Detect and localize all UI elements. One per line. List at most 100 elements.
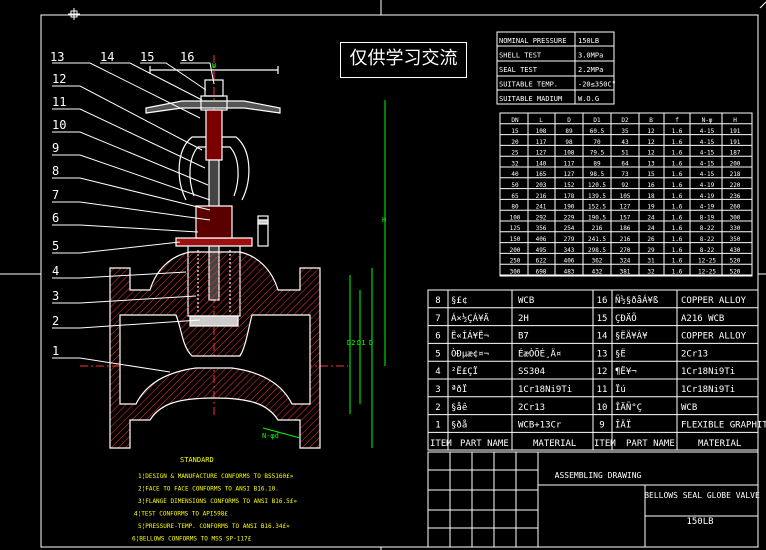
part-material: 2H [518, 314, 529, 324]
dim-cell: 520 [730, 258, 741, 265]
header-material: MATERIAL [533, 439, 576, 449]
dim-cell: 330 [730, 225, 741, 232]
dim-cell: 89 [565, 128, 573, 135]
dim-cell: 8-19 [700, 214, 715, 221]
handwheel [145, 66, 281, 114]
part-material: 1Cr18Ni9Ti [518, 385, 572, 395]
dim-header-N-φ: N-φ [702, 117, 713, 124]
dim-cell: 50 [511, 182, 519, 189]
dim-cell: 157 [620, 214, 631, 221]
spec-label: SEAL TEST [499, 66, 538, 74]
title-block-grid [427, 451, 759, 548]
dim-cell: 29 [647, 247, 655, 254]
dim-cell: 1.6 [672, 268, 683, 275]
callout-13: 13 [50, 50, 64, 64]
title-block-text: ASSEMBLING DRAWING BELLOWS SEAL GLOBE VAL… [555, 471, 760, 527]
callout-14: 14 [100, 50, 114, 64]
part-material: 1Cr18Ni9Ti [681, 385, 735, 395]
dim-cell: 15 [511, 128, 519, 135]
product-name: BELLOWS SEAL GLOBE VALVE [644, 491, 760, 500]
callout-12: 12 [52, 72, 66, 86]
dim-cell: 117 [536, 139, 547, 146]
part-material: ÉæÒÕÉ¸Ä¤ [518, 347, 561, 359]
bonnet [175, 205, 269, 317]
dim-cell: 236 [730, 193, 741, 200]
dim-cell: 80 [511, 204, 519, 211]
part-material: WCB [518, 296, 534, 306]
drawing-title: ASSEMBLING DRAWING [555, 471, 642, 480]
dim-cell: 100 [510, 214, 521, 221]
dim-cell: 241.5 [588, 236, 606, 243]
header-part-name: PART NAME [626, 439, 675, 449]
dim-cell: 4-19 [700, 204, 715, 211]
leader-lines [52, 62, 215, 373]
part-name: ªðÏ [451, 384, 467, 395]
dim-cell: 139.5 [588, 193, 606, 200]
note-line: 5¦PRESSURE-TEMP. CONFORMS TO ANSI B16.34… [138, 523, 290, 530]
dim-header-D2: D2 [621, 117, 629, 124]
dim-cell: 165 [536, 171, 547, 178]
dim-cell: 292 [536, 214, 547, 221]
dim-cell: 406 [536, 236, 547, 243]
dim-cell: 8-22 [700, 225, 715, 232]
dim-cell: 32 [511, 160, 519, 167]
dim-cell: 216 [592, 225, 603, 232]
dim-cell: 4-15 [700, 139, 715, 146]
dim-cell: 152 [564, 182, 575, 189]
dim-cell: 89 [593, 160, 601, 167]
dim-cell: 98 [565, 139, 573, 146]
dim-cell: 4-15 [700, 150, 715, 157]
dim-cell: 127 [620, 204, 631, 211]
dim-cell: 140 [536, 160, 547, 167]
dim-cell: 4-19 [700, 182, 715, 189]
dim-cell: 127 [564, 171, 575, 178]
dim-cell: 216 [620, 236, 631, 243]
part-item-no: 15 [597, 314, 608, 324]
dim-cell: 1.6 [672, 182, 683, 189]
dim-cell: 43 [621, 139, 629, 146]
dim-cell: 65 [511, 193, 519, 200]
dim-cell: 24 [647, 214, 655, 221]
dim-cell: 12 [647, 139, 655, 146]
dim-cell: 241 [536, 204, 547, 211]
dim-cell: 191 [730, 128, 741, 135]
origin-marker [68, 8, 80, 20]
dim-cell: 4-15 [700, 171, 715, 178]
dim-cell: 19 [647, 204, 655, 211]
callout-1: 1 [52, 344, 59, 358]
spec-value: 2.2MPa [578, 66, 603, 74]
dim-cell: 343 [564, 247, 575, 254]
dim-header-DN: DN [511, 117, 519, 124]
dim-w: W [212, 62, 217, 70]
part-material: 2Cr13 [681, 349, 708, 359]
callout-10: 10 [52, 118, 66, 132]
dim-cell: 1.6 [672, 128, 683, 135]
dim-cell: 406 [564, 258, 575, 265]
dim-cell: 108 [564, 150, 575, 157]
dim-cell: 362 [592, 258, 603, 265]
part-item-no: 9 [599, 421, 604, 431]
part-material: A216 WCB [681, 314, 724, 324]
dim-cell: 16 [647, 182, 655, 189]
dim-cell: 8-22 [700, 236, 715, 243]
dim-cell: 216 [536, 193, 547, 200]
dim-cell: 432 [592, 268, 603, 275]
dim-header-L: L [539, 117, 543, 124]
dim-cell: 203 [536, 182, 547, 189]
callout-7: 7 [52, 188, 59, 202]
header-item: ITEM [594, 439, 616, 449]
dim-cell: 60.5 [590, 128, 605, 135]
dim-cell: 622 [536, 258, 547, 265]
part-name: §ðå [451, 420, 467, 431]
dim-cell: 18 [647, 193, 655, 200]
spec-label: SUITABLE TEMP. [499, 81, 558, 89]
part-item-no: 11 [597, 385, 608, 395]
spec-value: W.O.G [578, 95, 599, 103]
spec-label: SHELL TEST [499, 52, 542, 60]
dim-cell: 430 [730, 247, 741, 254]
